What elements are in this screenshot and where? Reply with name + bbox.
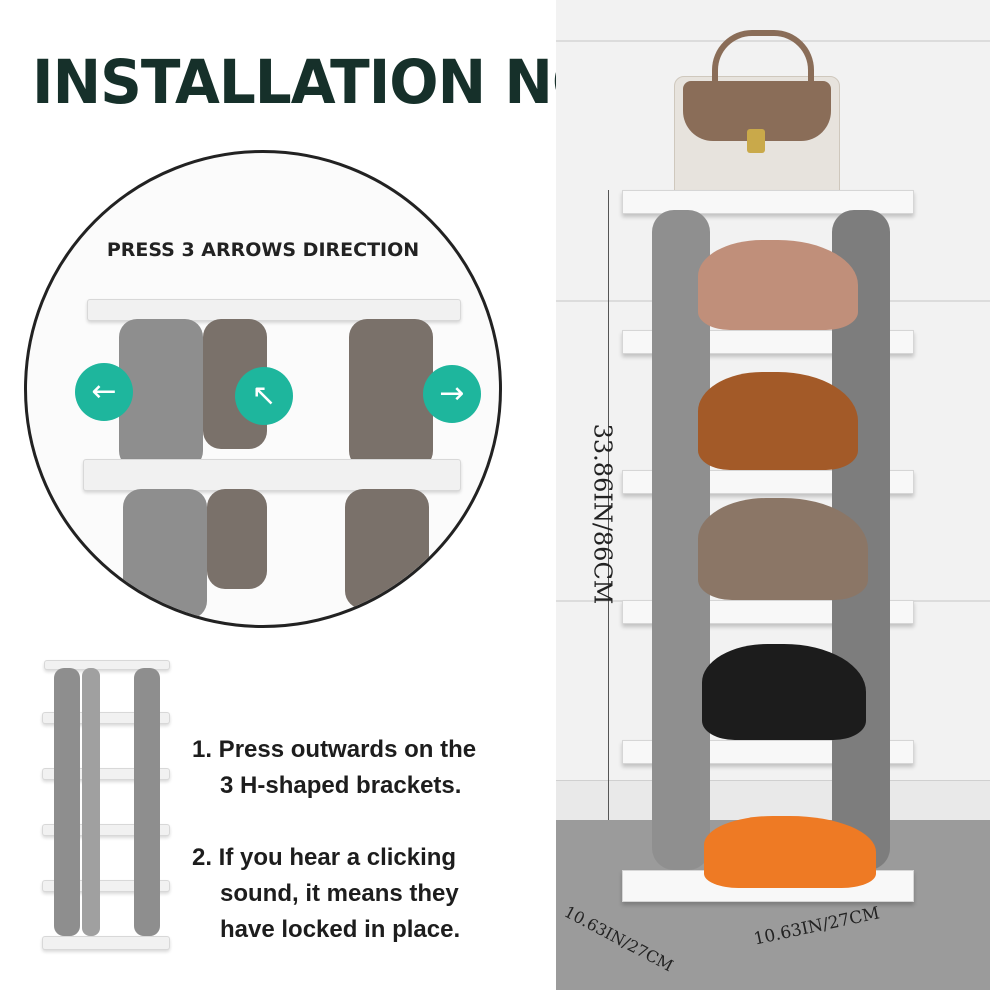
step1-line1: 1. Press outwards on the <box>192 736 477 763</box>
arrow-left-icon: ← <box>75 363 133 421</box>
instruction-step-2: 2. If you hear a clicking sound, it mean… <box>192 840 460 948</box>
detail-bracket-right-lower <box>345 489 429 609</box>
small-bracket-right <box>134 668 160 936</box>
black-sneakers <box>702 644 866 740</box>
pink-heels <box>698 240 858 330</box>
step1-line2: 3 H-shaped brackets. <box>220 772 462 799</box>
detail-bracket-mid-lower <box>207 489 267 589</box>
step2-line2: sound, it means they <box>220 880 459 907</box>
brown-loafers <box>698 372 858 470</box>
product-photo: 33.86IN/86CM 10.63IN/27CM 10.63IN/27CM <box>556 0 990 990</box>
circle-caption: PRESS 3 ARROWS DIRECTION <box>106 239 420 261</box>
handbag <box>674 76 840 194</box>
arrow-right-icon: → <box>423 365 481 423</box>
detail-middle-shelf <box>83 459 461 491</box>
step2-line3: have locked in place. <box>220 916 461 943</box>
detail-bracket-right-upper <box>349 319 433 469</box>
instruction-step-1: 1. Press outwards on the 3 H-shaped brac… <box>192 732 476 804</box>
detail-bracket-left-upper <box>119 319 203 469</box>
step2-line1: 2. If you hear a clicking <box>192 844 457 871</box>
small-shelf-1 <box>44 660 170 670</box>
handbag-handle <box>712 30 814 92</box>
height-dimension: 33.86IN/86CM <box>588 423 617 605</box>
small-bracket-mid <box>82 668 100 936</box>
orange-slides <box>704 816 876 888</box>
tan-boots <box>698 498 868 600</box>
detail-top-shelf <box>87 299 461 321</box>
wall-panel-line <box>556 40 990 42</box>
small-bracket-left <box>54 668 80 936</box>
height-dimension-line <box>608 190 609 820</box>
small-rack-illustration <box>40 660 172 960</box>
handbag-clasp <box>747 129 765 153</box>
small-shelf-6 <box>42 936 170 950</box>
arrow-diagonal-icon: ↖ <box>235 367 293 425</box>
detail-circle: PRESS 3 ARROWS DIRECTION ← ↖ → <box>24 150 502 628</box>
baseboard <box>556 780 990 821</box>
detail-bracket-left-lower <box>123 489 207 619</box>
